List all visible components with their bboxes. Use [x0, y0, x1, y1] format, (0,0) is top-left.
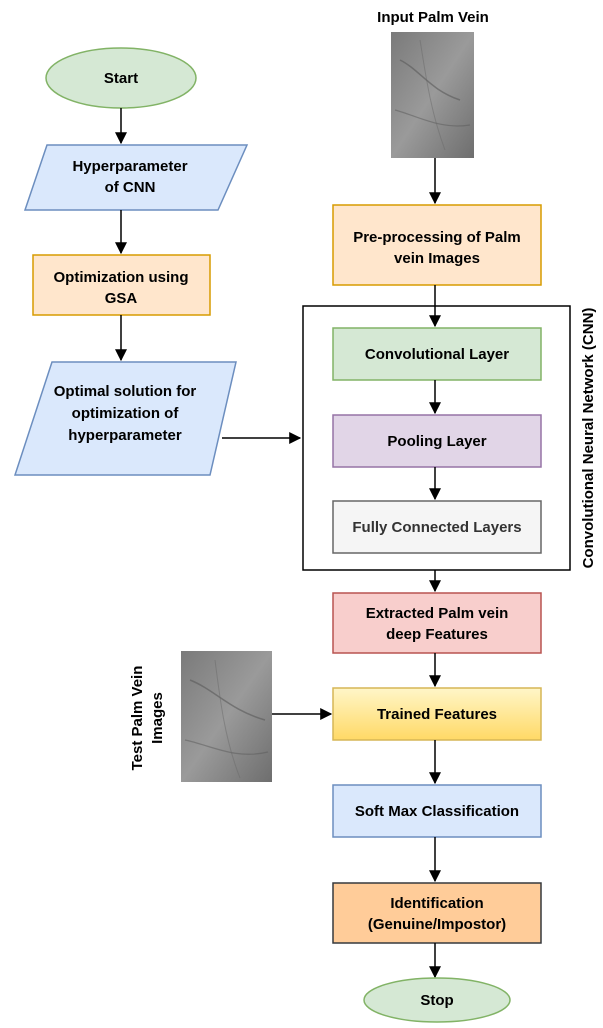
convolutional-layer-node: Convolutional Layer	[332, 327, 542, 381]
test-title-line-1: Test Palm Vein	[129, 666, 146, 771]
ident-line-1: Identification	[390, 895, 483, 912]
optimization-node: Optimization using GSA	[32, 254, 211, 316]
test-title-line-2: Images	[149, 692, 166, 744]
fully-connected-node: Fully Connected Layers	[332, 500, 542, 554]
stop-label: Stop	[420, 992, 453, 1009]
extracted-features-node: Extracted Palm vein deep Features	[332, 592, 542, 654]
trained-label: Trained Features	[377, 706, 497, 723]
optim-line-2: GSA	[105, 290, 138, 307]
softmax-label: Soft Max Classification	[355, 803, 519, 820]
ident-line-2: (Genuine/Impostor)	[368, 916, 506, 933]
fc-label: Fully Connected Layers	[352, 519, 521, 536]
pooling-layer-node: Pooling Layer	[332, 414, 542, 468]
preprocessing-node: Pre-processing of Palm vein Images	[332, 204, 542, 286]
cnn-container	[302, 305, 571, 571]
hyperparameter-node: Hyperparameter of CNN	[23, 144, 249, 211]
preproc-line-1: Pre-processing of Palm	[353, 229, 521, 246]
start-label: Start	[104, 70, 138, 87]
optimal-line-2: optimization of	[72, 405, 180, 422]
optimal-line-3: hyperparameter	[68, 427, 182, 444]
optimal-line-1: Optimal solution for	[54, 383, 197, 400]
cnn-label: Convolutional Neural Network (CNN)	[580, 308, 597, 569]
input-palm-vein-image	[391, 32, 474, 158]
preproc-line-2: vein Images	[394, 250, 480, 267]
trained-features-node: Trained Features	[332, 687, 542, 741]
hyper-line-1: Hyperparameter	[72, 158, 187, 175]
start-node: Start	[45, 47, 197, 109]
test-palm-vein-image	[181, 651, 272, 782]
conv-label: Convolutional Layer	[365, 346, 509, 363]
test-palm-vein-title: Test Palm Vein Images	[129, 666, 166, 771]
input-palm-vein-title: Input Palm Vein	[377, 9, 489, 26]
stop-node: Stop	[363, 977, 511, 1023]
softmax-node: Soft Max Classification	[332, 784, 542, 838]
hyper-line-2: of CNN	[105, 179, 156, 196]
extracted-line-2: deep Features	[386, 626, 488, 643]
extracted-line-1: Extracted Palm vein	[366, 605, 509, 622]
optim-line-1: Optimization using	[54, 269, 189, 286]
pool-label: Pooling Layer	[387, 433, 486, 450]
optimal-solution-node: Optimal solution for optimization of hyp…	[13, 361, 237, 476]
identification-node: Identification (Genuine/Impostor)	[332, 882, 542, 944]
